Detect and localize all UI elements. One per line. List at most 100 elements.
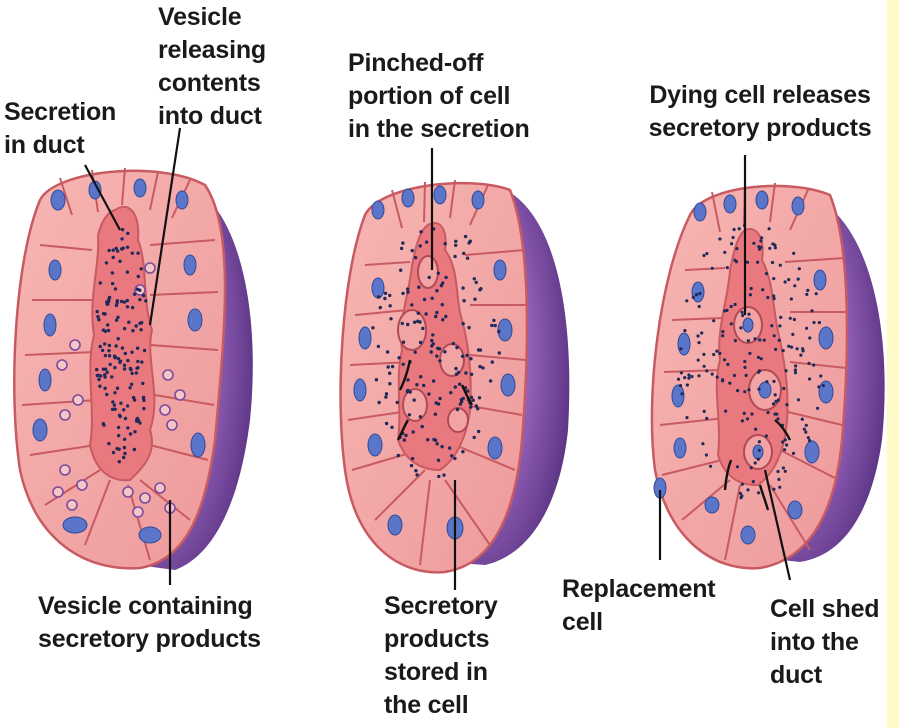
granule-dot bbox=[461, 355, 464, 358]
granule-dot bbox=[123, 446, 126, 449]
granule-dot bbox=[768, 227, 771, 230]
granule-dot bbox=[736, 389, 739, 392]
granule-dot bbox=[752, 480, 755, 483]
granule-dot bbox=[726, 363, 729, 366]
granule-dot bbox=[690, 375, 693, 378]
granule-dot bbox=[123, 367, 126, 370]
granule-dot bbox=[123, 300, 126, 303]
granule-dot bbox=[454, 385, 457, 388]
granule-dot bbox=[120, 247, 123, 250]
granule-dot bbox=[772, 402, 775, 405]
label-vesicle-containing: Vesicle containing secretory products bbox=[38, 590, 261, 656]
granule-dot bbox=[377, 345, 380, 348]
granule-dot bbox=[808, 377, 811, 380]
granule-dot bbox=[465, 354, 468, 357]
granule-dot bbox=[406, 323, 409, 326]
granule-dot bbox=[424, 312, 427, 315]
granule-dot bbox=[97, 378, 100, 381]
granule-dot bbox=[497, 330, 500, 333]
granule-dot bbox=[421, 425, 424, 428]
granule-dot bbox=[118, 414, 121, 417]
granule-dot bbox=[781, 440, 784, 443]
granule-dot bbox=[389, 317, 392, 320]
granule-dot bbox=[777, 399, 780, 402]
granule-dot bbox=[711, 267, 714, 270]
granule-dot bbox=[438, 359, 441, 362]
granule-dot bbox=[705, 369, 708, 372]
granule-dot bbox=[453, 255, 456, 258]
granule-dot bbox=[106, 323, 109, 326]
granule-dot bbox=[455, 346, 458, 349]
granule-dot bbox=[402, 341, 405, 344]
granule-dot bbox=[99, 281, 102, 284]
granule-dot bbox=[705, 252, 708, 255]
granule-dot bbox=[434, 315, 437, 318]
granule-dot bbox=[473, 436, 476, 439]
granule-dot bbox=[773, 244, 776, 247]
granule-dot bbox=[441, 303, 444, 306]
granule-dot bbox=[112, 451, 115, 454]
granule-dot bbox=[758, 338, 761, 341]
granule-dot bbox=[683, 329, 686, 332]
granule-dot bbox=[679, 384, 682, 387]
granule-dot bbox=[120, 300, 123, 303]
granule-dot bbox=[401, 241, 404, 244]
granule-dot bbox=[692, 296, 695, 299]
granule-dot bbox=[117, 426, 120, 429]
granule-dot bbox=[773, 413, 776, 416]
granule-dot bbox=[784, 470, 787, 473]
granule-dot bbox=[778, 324, 781, 327]
granule-dot bbox=[104, 354, 107, 357]
granule-dot bbox=[107, 329, 110, 332]
granule-dot bbox=[778, 486, 781, 489]
granule-dot bbox=[803, 428, 806, 431]
granule-dot bbox=[126, 426, 129, 429]
granule-dot bbox=[108, 344, 111, 347]
granule-dot bbox=[419, 244, 422, 247]
granule-dot bbox=[730, 242, 733, 245]
granule-dot bbox=[703, 410, 706, 413]
granule-dot bbox=[142, 294, 145, 297]
granule-dot bbox=[387, 365, 390, 368]
granule-dot bbox=[705, 417, 708, 420]
granule-dot bbox=[817, 385, 820, 388]
granule-dot bbox=[721, 379, 724, 382]
granule-dot bbox=[141, 382, 144, 385]
granule-dot bbox=[685, 416, 688, 419]
granule-dot bbox=[801, 418, 804, 421]
granule-dot bbox=[695, 293, 698, 296]
granule-dot bbox=[406, 378, 409, 381]
granule-dot bbox=[388, 382, 391, 385]
granule-dot bbox=[793, 284, 796, 287]
granule-dot bbox=[777, 478, 780, 481]
granule-dot bbox=[135, 371, 138, 374]
granule-dot bbox=[413, 398, 416, 401]
granule-dot bbox=[805, 293, 808, 296]
granule-dot bbox=[718, 352, 721, 355]
granule-dot bbox=[135, 418, 138, 421]
granule-dot bbox=[782, 466, 785, 469]
granule-dot bbox=[794, 368, 797, 371]
granule-dot bbox=[399, 269, 402, 272]
granule-dot bbox=[768, 247, 771, 250]
granule-dot bbox=[758, 440, 761, 443]
granule-dot bbox=[492, 319, 495, 322]
granule-dot bbox=[680, 392, 683, 395]
granule-dot bbox=[140, 321, 143, 324]
granule-dot bbox=[138, 421, 141, 424]
granule-dot bbox=[107, 349, 110, 352]
granule-dot bbox=[131, 372, 134, 375]
granule-dot bbox=[101, 349, 104, 352]
granule-dot bbox=[133, 448, 136, 451]
granule-dot bbox=[741, 311, 744, 314]
granule-dot bbox=[388, 372, 391, 375]
granule-dot bbox=[748, 352, 751, 355]
granule-dot bbox=[739, 496, 742, 499]
granule-dot bbox=[701, 442, 704, 445]
granule-dot bbox=[773, 334, 776, 337]
granule-dot bbox=[746, 488, 749, 491]
granule-dot bbox=[721, 330, 724, 333]
granule-dot bbox=[384, 395, 387, 398]
granule-dot bbox=[128, 386, 131, 389]
granule-dot bbox=[105, 261, 108, 264]
